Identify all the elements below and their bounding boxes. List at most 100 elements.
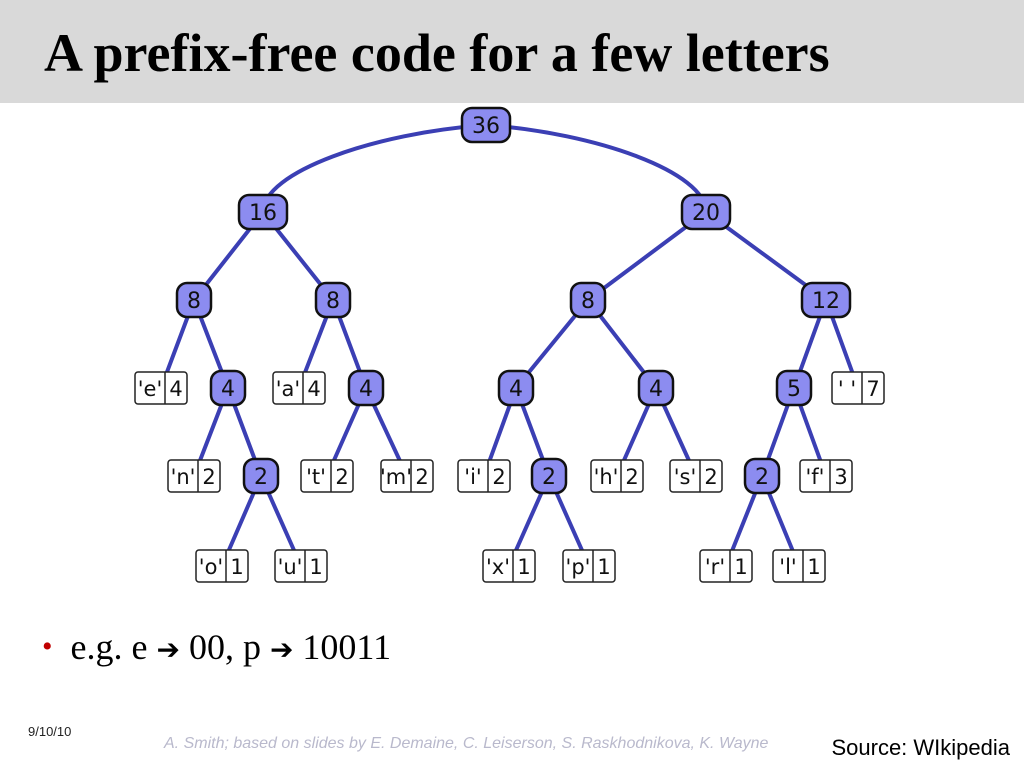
slide-title: A prefix-free code for a few letters — [44, 23, 830, 83]
tree-leaf-node: 't' 2 — [300, 459, 354, 493]
bullet-middle: 00, p — [188, 627, 261, 667]
tree-leaf-node: 'x' 1 — [482, 549, 536, 583]
leaf-char: 'r' — [705, 555, 725, 579]
leaf-frequency: 4 — [169, 377, 182, 401]
leaf-frequency: 2 — [492, 465, 505, 489]
title-bar: A prefix-free code for a few letters — [0, 0, 1024, 103]
leaf-frequency: 2 — [335, 465, 348, 489]
tree-internal-node: 2 — [530, 457, 568, 495]
tree-internal-node: 36 — [460, 106, 512, 144]
tree-edge — [261, 123, 488, 214]
tree-leaf-node: 'n'2 — [167, 459, 221, 493]
leaf-frequency: 1 — [309, 555, 322, 579]
tree-leaf-node: 'u'1 — [274, 549, 328, 583]
leaf-frequency: 1 — [517, 555, 530, 579]
tree-leaf-node: 'r' 1 — [699, 549, 753, 583]
tree-node-box — [800, 281, 852, 319]
tree-edge — [484, 123, 708, 214]
tree-internal-node: 16 — [237, 193, 289, 231]
tree-node-weight: 20 — [692, 201, 720, 226]
leaf-frequency: 2 — [625, 465, 638, 489]
slide-date: 9/10/10 — [28, 724, 72, 739]
tree-leaf-node: 'o' 1 — [195, 549, 249, 583]
tree-leaf-node: 'f'3 — [799, 459, 853, 493]
bullet-suffix: 10011 — [302, 627, 392, 667]
tree-leaf-node: 'a' 4 — [272, 371, 326, 405]
leaf-char: 't' — [306, 465, 326, 489]
tree-node-box — [569, 281, 607, 319]
leaf-box — [669, 459, 723, 493]
right-arrow-icon: ➔ — [156, 633, 180, 666]
tree-internal-node: 2 — [242, 457, 280, 495]
tree-internal-node: 4 — [209, 369, 247, 407]
tree-internal-node: 4 — [347, 369, 385, 407]
leaf-box — [380, 459, 434, 493]
leaf-box — [562, 549, 616, 583]
tree-leaf-node: 'p'1 — [562, 549, 616, 583]
tree-leaf-node: 'i'2 — [457, 459, 511, 493]
leaf-box — [457, 459, 511, 493]
leaf-char: 'a' — [276, 377, 300, 401]
tree-internal-node: 12 — [800, 281, 852, 319]
leaf-box — [699, 549, 753, 583]
leaf-box — [134, 371, 188, 405]
footer-credit: A. Smith; based on slides by E. Demaine,… — [164, 735, 769, 752]
leaf-box — [590, 459, 644, 493]
tree-node-weight: 2 — [755, 465, 769, 490]
bullet-prefix: e.g. e — [70, 627, 148, 667]
leaf-char: 's' — [674, 465, 697, 489]
leaf-char: 'm' — [380, 465, 412, 489]
leaf-char: ' ' — [838, 377, 856, 401]
tree-node-weight: 36 — [472, 114, 500, 139]
tree-node-weight: 2 — [254, 465, 268, 490]
tree-internal-node: 20 — [680, 193, 732, 231]
tree-node-weight: 16 — [249, 201, 277, 226]
tree-node-box — [680, 193, 732, 231]
tree-node-weight: 8 — [187, 289, 201, 314]
tree-node-box — [460, 106, 512, 144]
tree-node-weight: 8 — [581, 289, 595, 314]
leaf-frequency: 1 — [807, 555, 820, 579]
tree-internal-node: 5 — [775, 369, 813, 407]
leaf-box — [195, 549, 249, 583]
leaf-char: 'h' — [594, 465, 619, 489]
leaf-box — [799, 459, 853, 493]
tree-node-weight: 4 — [221, 377, 235, 402]
leaf-box — [300, 459, 354, 493]
tree-internal-node: 8 — [569, 281, 607, 319]
leaf-box — [772, 549, 826, 583]
tree-node-weight: 12 — [812, 289, 840, 314]
leaf-box — [274, 549, 328, 583]
tree-leaf-node: 's'2 — [669, 459, 723, 493]
tree-node-box — [530, 457, 568, 495]
leaf-frequency: 1 — [734, 555, 747, 579]
tree-node-box — [775, 369, 813, 407]
tree-node-box — [497, 369, 535, 407]
tree-node-box — [242, 457, 280, 495]
right-arrow-icon: ➔ — [269, 633, 294, 666]
example-bullet: • e.g. e ➔ 00, p ➔ 10011 — [42, 626, 391, 668]
tree-edges — [159, 123, 860, 568]
tree-node-weight: 4 — [649, 377, 663, 402]
leaf-box — [482, 549, 536, 583]
leaf-char: 'l' — [779, 555, 796, 579]
tree-internal-node: 2 — [743, 457, 781, 495]
tree-node-box — [743, 457, 781, 495]
tree-internal-node: 8 — [175, 281, 213, 319]
leaf-char: 'o' — [199, 555, 223, 579]
leaf-box — [831, 371, 885, 405]
tree-node-weight: 8 — [326, 289, 340, 314]
leaf-char: 'p' — [566, 555, 591, 579]
tree-node-box — [347, 369, 385, 407]
leaf-frequency: 1 — [597, 555, 610, 579]
leaf-frequency: 1 — [230, 555, 243, 579]
bullet-dot-icon: • — [42, 630, 53, 663]
tree-node-box — [175, 281, 213, 319]
tree-leaf-node: 'l' 1 — [772, 549, 826, 583]
leaf-char: 'x' — [486, 555, 510, 579]
leaf-frequency: 4 — [307, 377, 320, 401]
tree-node-weight: 5 — [787, 377, 801, 402]
tree-internal-node: 4 — [497, 369, 535, 407]
leaf-char: 'f' — [806, 465, 825, 489]
